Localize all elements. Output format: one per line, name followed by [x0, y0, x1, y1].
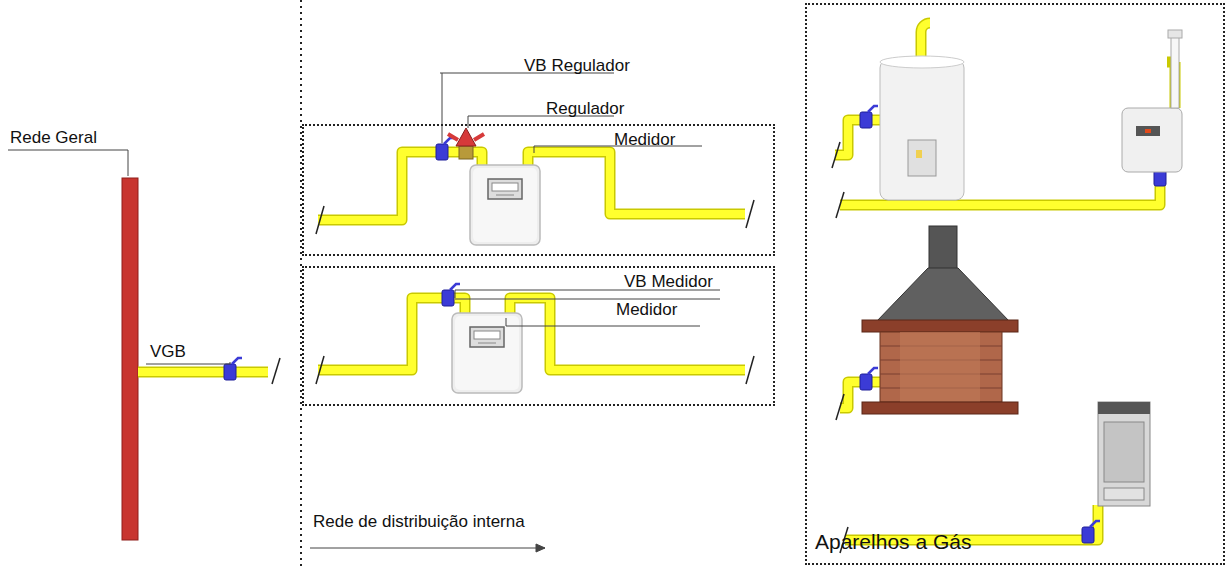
- gas-pipes: [138, 23, 1175, 540]
- fireplace: [862, 226, 1018, 414]
- part-label: VB Regulador: [524, 56, 630, 76]
- wall-heater: [1122, 30, 1182, 172]
- valve: [442, 284, 460, 306]
- part-label: VGB: [150, 342, 186, 362]
- valve: [224, 358, 242, 380]
- valve: [436, 138, 454, 160]
- gas-meter: [470, 165, 540, 245]
- valve: [1082, 521, 1100, 543]
- part-label: Regulador: [546, 99, 624, 119]
- part-label: Medidor: [616, 300, 677, 320]
- break-marks: [272, 142, 848, 553]
- gas-meter: [452, 313, 522, 393]
- water-heater: [880, 56, 964, 200]
- meter-assembly-box: VB ReguladorReguladorMedidor: [302, 124, 775, 256]
- flow-label: Rede de distribuição interna: [313, 512, 525, 532]
- region-heading: Aparelhos a Gás: [815, 530, 971, 554]
- valve: [860, 106, 878, 128]
- leader-line: [455, 290, 720, 298]
- stove: [1098, 402, 1150, 506]
- appliance-region: Aparelhos a Gás: [805, 3, 1225, 565]
- part-label: Medidor: [614, 130, 675, 150]
- regulator: [448, 128, 484, 159]
- valve: [860, 368, 878, 390]
- part-label: VB Medidor: [624, 272, 713, 292]
- meter-assembly-box: VB MedidorMedidor: [302, 266, 775, 406]
- part-label: Rede Geral: [10, 128, 97, 148]
- leader-lines: [8, 73, 720, 552]
- main-pipe: [122, 178, 138, 540]
